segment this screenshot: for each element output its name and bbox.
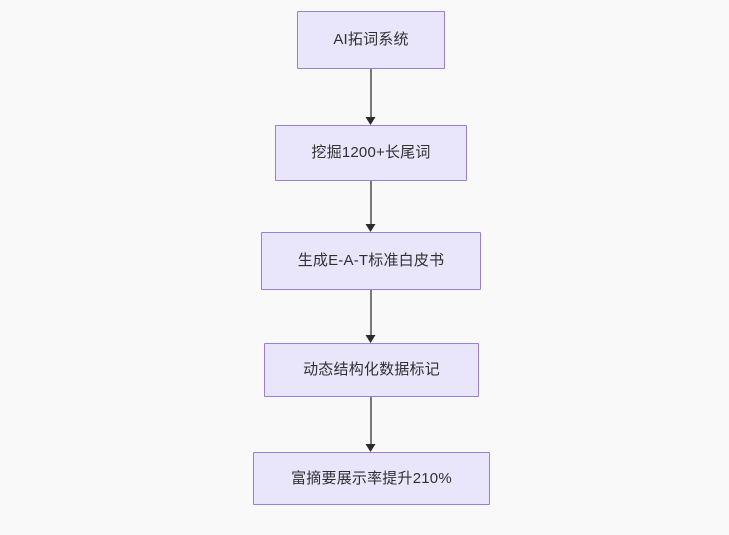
flow-node-dynamic-structured-data-markup[interactable]: 动态结构化数据标记 (264, 343, 479, 397)
edge-line (370, 69, 372, 117)
flow-node-label: 动态结构化数据标记 (303, 361, 440, 378)
flow-node-label: 生成E-A-T标准白皮书 (297, 252, 445, 269)
edge-line (370, 181, 372, 224)
arrowhead-down-icon (365, 444, 376, 452)
flow-node-mine-longtail-keywords[interactable]: 挖掘1200+长尾词 (275, 125, 467, 181)
arrowhead-down-icon (365, 117, 376, 125)
flow-node-label: 富摘要展示率提升210% (291, 469, 452, 487)
flow-node-ai-keyword-system[interactable]: AI拓词系统 (297, 11, 445, 69)
arrowhead-down-icon (365, 335, 376, 343)
flow-node-rich-snippet-impression-uplift[interactable]: 富摘要展示率提升210% (253, 452, 490, 505)
flow-node-label: 挖掘1200+长尾词 (311, 144, 431, 161)
edge-line (370, 290, 372, 335)
flow-node-label: AI拓词系统 (333, 31, 409, 48)
arrowhead-down-icon (365, 224, 376, 232)
edge-line (370, 397, 372, 444)
flow-node-generate-eat-whitepaper[interactable]: 生成E-A-T标准白皮书 (261, 232, 481, 290)
